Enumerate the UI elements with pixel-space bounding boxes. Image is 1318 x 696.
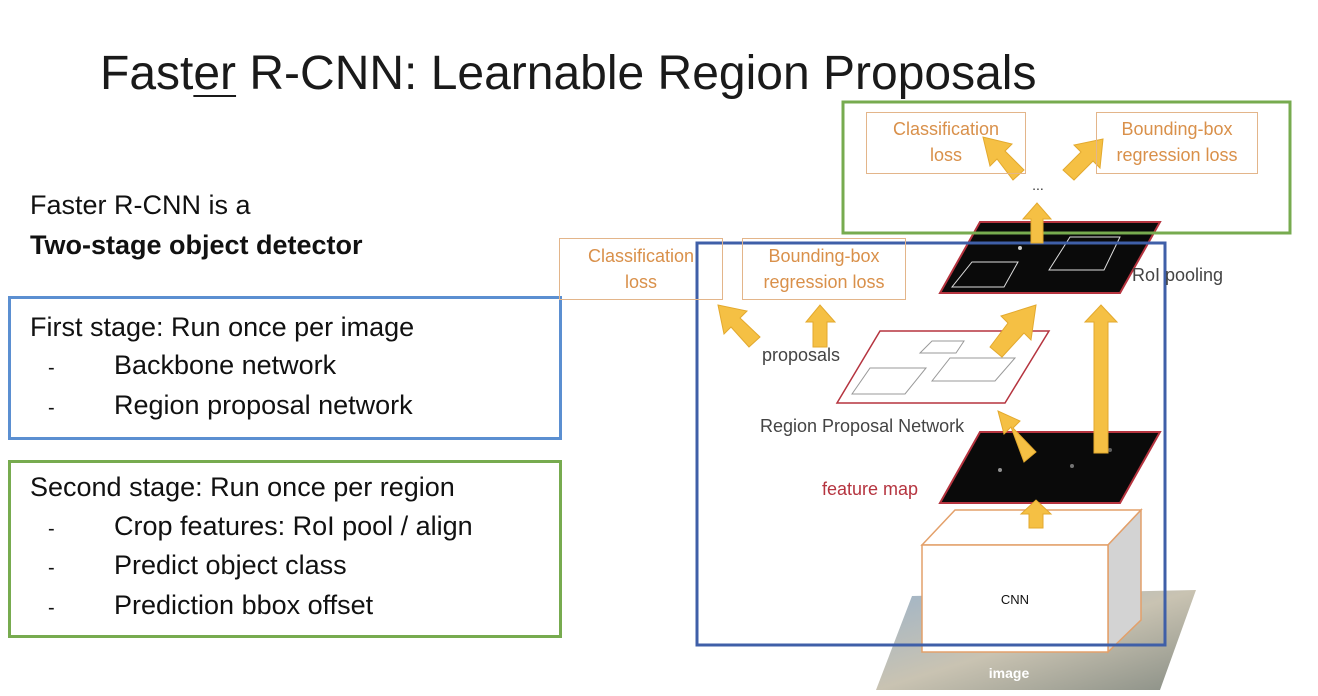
arrow-cnn-to-feature (1019, 499, 1053, 529)
arrow-to-cls-loss (982, 136, 1025, 181)
first-stage-heading: First stage: Run once per image (30, 312, 415, 342)
image-label: image (988, 665, 1030, 681)
top-classification-loss-box (866, 112, 1026, 174)
first-stage-bullet-2: -Region proposal network (48, 390, 413, 420)
first-stage-diagram-box (695, 241, 1167, 647)
cnn-block-front (921, 544, 1109, 653)
second-stage-bullet-2: -Predict object class (48, 550, 347, 580)
roi-box (1048, 236, 1121, 271)
first-stage-box (8, 296, 562, 440)
second-stage-diagram-box (841, 100, 1292, 235)
arrow-to-mid-bbox-loss (804, 304, 837, 348)
second-stage-bullet-3: -Prediction bbox offset (48, 590, 374, 620)
arrow-to-mid-cls-loss (717, 304, 761, 348)
title-prefix: Fast (100, 47, 194, 100)
mid-classification-loss-box (559, 238, 723, 300)
rpn-label: Region Proposal Network (760, 416, 965, 436)
proposals-label: proposals (762, 345, 841, 365)
proposal-box (918, 340, 965, 354)
arrow-roi-up (1021, 202, 1053, 244)
proposal-box (851, 367, 928, 395)
second-stage-box (8, 460, 562, 638)
roi-box (950, 261, 1019, 288)
cnn-label: CNN (1000, 592, 1030, 607)
feature-map-plane (938, 431, 1162, 504)
feature-spot (1070, 464, 1074, 468)
proposal-box (930, 357, 1017, 382)
second-stage-heading: Second stage: Run once per region (30, 472, 455, 502)
feature-map-label: feature map (822, 479, 919, 499)
first-stage-bullet-1: -Backbone network (48, 350, 337, 380)
intro-line-2: Two-stage object detector (30, 230, 363, 260)
arrow-to-bbox-loss (1062, 138, 1104, 181)
arrow-proposals-to-roi (989, 304, 1037, 358)
title-underlined: er (193, 47, 237, 100)
roi-spot (1018, 246, 1022, 250)
top-bbox-loss-box (1096, 112, 1258, 174)
arrow-feature-to-rpn (997, 410, 1037, 463)
ellipsis: ... (1032, 177, 1044, 193)
roi-pooling-plane (938, 221, 1162, 294)
intro-line-1: Faster R-CNN is a (30, 190, 251, 220)
feature-spot (998, 468, 1002, 472)
arrow-feature-to-roi (1083, 304, 1119, 454)
title-suffix: R-CNN: Learnable Region Proposals (236, 47, 1037, 100)
mid-bbox-loss-box (742, 238, 906, 300)
second-stage-bullet-1: -Crop features: RoI pool / align (48, 511, 473, 541)
roi-pooling-label: RoI pooling (1132, 265, 1224, 285)
feature-spot (1108, 448, 1112, 452)
slide-title: Faster R-CNN: Learnable Region Proposals (100, 44, 1036, 104)
